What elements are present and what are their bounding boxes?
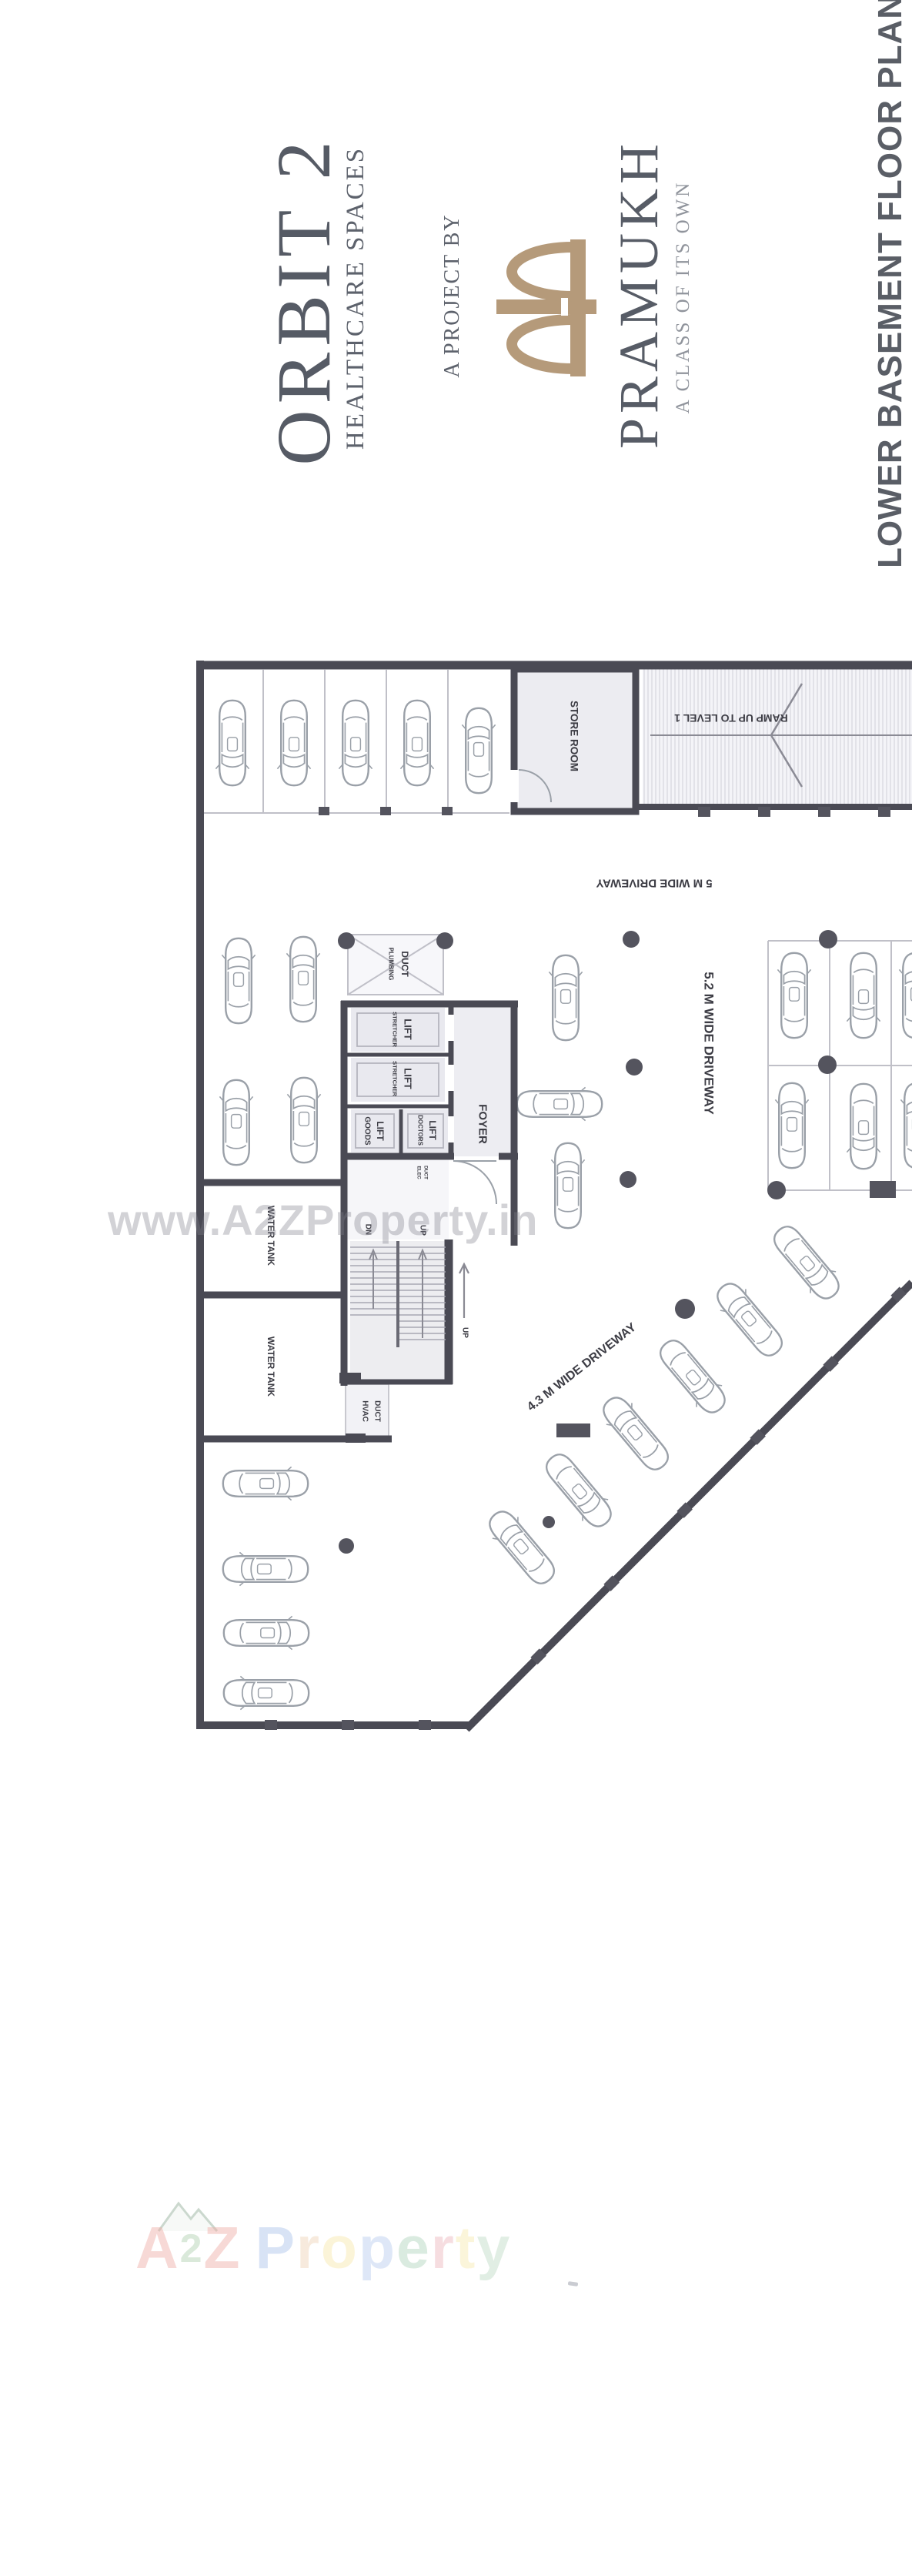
stretcher-lift-label: LIFT: [403, 1019, 414, 1039]
ramp-hatch: [643, 669, 912, 805]
lift-frames: [355, 1012, 444, 1149]
car-icon: [338, 699, 373, 787]
stretcher-lift-label: LIFT: [403, 1068, 414, 1089]
doctors-lift-label: LIFT: [427, 1120, 438, 1140]
driveway-5m-label: 5 M WIDE DRIVEWAY: [596, 877, 712, 890]
logo-letter: r: [296, 2215, 321, 2281]
car-icon: [222, 1466, 309, 1501]
up-arrow: [459, 1262, 469, 1318]
ramp-up-label: UP: [461, 1327, 469, 1338]
car-icon: [516, 1086, 603, 1122]
car-icon: [846, 1082, 881, 1170]
car-icon: [550, 1142, 586, 1229]
logo-letter: Z: [203, 2215, 242, 2281]
logo-letter: e: [396, 2215, 431, 2281]
logo-letter: o: [320, 2215, 359, 2281]
car-icon: [708, 1275, 791, 1364]
car-icon: [594, 1389, 677, 1478]
store-room-walls: [510, 665, 640, 815]
goods-lift-label: GOODS: [363, 1116, 372, 1146]
water-tank-label: WATER TANK: [266, 1206, 276, 1266]
car-icon: [461, 707, 496, 795]
columns: [265, 807, 907, 1730]
stair-up-label: UP: [419, 1225, 427, 1236]
car-icon: [765, 1218, 848, 1307]
car-icon: [846, 952, 881, 1039]
elec-duct-label: ELEC: [416, 1166, 422, 1179]
logo-letter: t: [455, 2215, 477, 2281]
stretcher-lift-label: STRETCHER: [392, 1012, 399, 1047]
ramp-direction: [650, 683, 912, 788]
store-room-label: STORE ROOM: [569, 701, 580, 771]
stair-dn-label: DN: [364, 1224, 372, 1235]
pramukh-monogram-icon: [496, 239, 596, 376]
car-icon: [286, 935, 321, 1023]
logo-letter: p: [358, 2215, 396, 2281]
hvac-duct-label: DUCT: [373, 1400, 382, 1422]
ramp-arrow-icon: [770, 683, 803, 788]
car-icon: [221, 937, 256, 1025]
car-icon: [651, 1332, 734, 1421]
car-icon: [777, 952, 812, 1039]
footer-logo-a2z: A2Z: [135, 2215, 242, 2281]
mountain-icon: [157, 2201, 219, 2232]
water-tank-label: WATER TANK: [266, 1337, 276, 1397]
stall-lines: [202, 670, 912, 1191]
car-icon: [222, 1675, 310, 1711]
room-fills: [345, 669, 912, 1440]
car-icon: [222, 1615, 310, 1651]
staircase: [350, 1241, 469, 1347]
car-icon: [219, 1079, 254, 1166]
elec-duct-label: DUCT: [423, 1166, 429, 1179]
logo-letter: P: [255, 2215, 296, 2281]
car-icon: [774, 1082, 810, 1169]
ramp-label: RAMP UP TO LEVEL 1: [674, 712, 788, 724]
goods-lift-label: LIFT: [375, 1121, 386, 1141]
watermark: www.A2ZProperty.in: [108, 1196, 539, 1244]
plumbing-duct-label: PLUMBING: [388, 948, 395, 981]
doctors-lift-label: DOCTORS: [417, 1115, 424, 1146]
car-icon: [276, 699, 312, 787]
doors: [453, 769, 552, 1205]
car-icon: [399, 699, 435, 787]
logo-letter: A: [135, 2215, 180, 2281]
door-swing-arc: [518, 769, 552, 803]
monogram-shape: [496, 239, 596, 376]
stretcher-lift-label: STRETCHER: [392, 1061, 399, 1096]
car-icon: [898, 952, 912, 1039]
car-icon: [286, 1076, 322, 1164]
footer-logo-property: Property: [256, 2215, 512, 2281]
logo-letter: y: [476, 2215, 512, 2281]
hvac-duct-label: HVAC: [361, 1400, 369, 1422]
car-icon: [548, 954, 583, 1042]
car-icon: [222, 1551, 309, 1587]
driveway-5-2m-label: 5.2 M WIDE DRIVEWAY: [702, 972, 717, 1115]
foyer-label: FOYER: [476, 1104, 489, 1144]
logo-letter: r: [430, 2215, 456, 2281]
car-icon: [215, 699, 250, 787]
logo-letter: 2: [179, 2226, 204, 2271]
car-icon: [900, 1082, 912, 1169]
door-swing-arc: [453, 1160, 497, 1205]
plumbing-duct-label: DUCT: [399, 951, 410, 977]
